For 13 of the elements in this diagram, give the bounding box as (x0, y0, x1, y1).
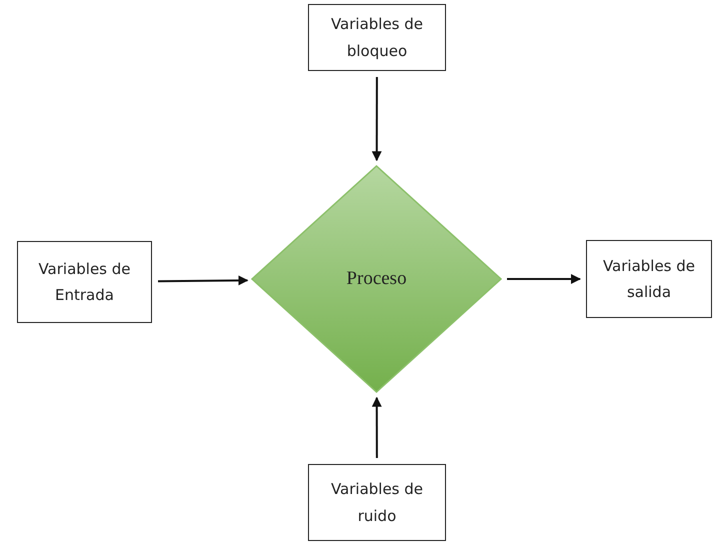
variable-box (308, 464, 446, 541)
arrow (158, 275, 248, 286)
arrow (507, 274, 581, 284)
arrow (372, 77, 382, 162)
arrow (372, 396, 382, 458)
variable-box (308, 4, 446, 71)
variable-box (17, 241, 152, 323)
box-label: Variables de bloqueo (330, 14, 424, 62)
box-label: Variables de salida (602, 256, 696, 303)
box-label: Variables de ruido (330, 479, 424, 526)
variable-box (586, 240, 712, 318)
process-label: Proceso (346, 267, 407, 292)
box-label: Variables de Entrada (37, 258, 132, 306)
